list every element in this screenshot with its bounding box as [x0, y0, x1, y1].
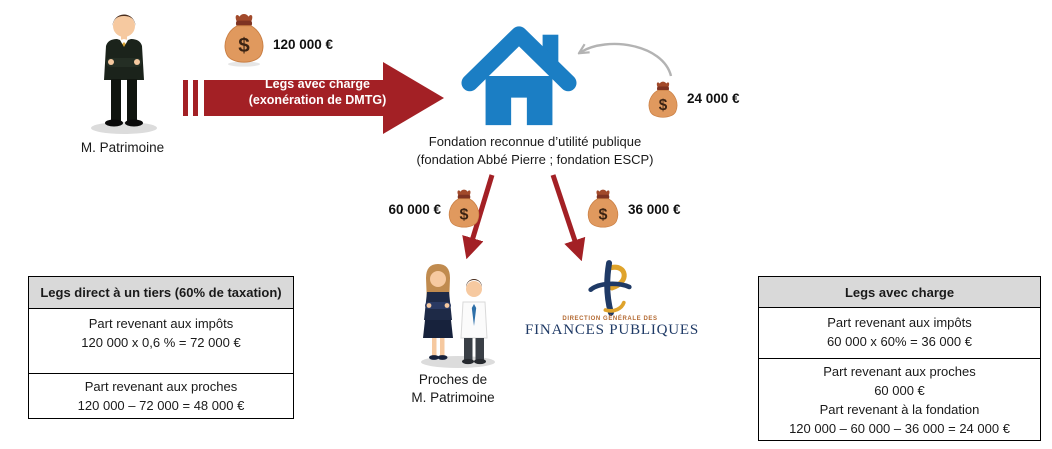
relatives-amount: 60 000 €: [388, 202, 441, 217]
right-table-row2-line2: 60 000 €: [874, 383, 925, 398]
left-table-row1-line1: Part revenant aux impôts: [88, 316, 234, 331]
down-arrow-right: [550, 174, 586, 262]
left-table: Legs direct à un tiers (60% de taxation)…: [28, 276, 294, 419]
legs-arrow-label: Legs avec charge (exonération de DMTG): [205, 76, 430, 108]
foundation-caption: Fondation reconnue d’utilité publique (f…: [375, 133, 695, 169]
right-table-row-relatives-foundation: Part revenant aux proches 60 000 € Part …: [759, 359, 1040, 440]
left-table-row-relatives: Part revenant aux proches 120 000 – 72 0…: [29, 374, 293, 418]
right-table-row2-line1: Part revenant aux proches: [823, 364, 976, 379]
foundation-caption-line1: Fondation reconnue d’utilité publique: [428, 134, 642, 149]
relatives-figures: [421, 264, 495, 368]
bequest-amount: 120 000 €: [273, 37, 334, 52]
foundation-caption-line2: (fondation Abbé Pierre ; fondation ESCP): [416, 152, 654, 167]
dollar-icon: $: [659, 97, 668, 114]
legs-arrow: [183, 62, 444, 134]
testator-label: M. Patrimoine: [80, 140, 165, 155]
right-table-row1-line2: 60 000 x 60% = 36 000 €: [827, 334, 972, 349]
legs-arrow-label-line2: (exonération de DMTG): [248, 93, 387, 107]
down-arrow-left: [462, 174, 495, 260]
dgfip-subtitle: DIRECTION GÉNÉRALE DES: [562, 316, 658, 322]
dollar-icon: $: [238, 34, 250, 57]
money-bag-icon: $: [587, 189, 619, 228]
right-table-row1-line1: Part revenant aux impôts: [827, 315, 972, 330]
dollar-icon: $: [460, 205, 469, 223]
distribution-arrows: [462, 174, 586, 262]
left-table-row2-line2: 120 000 – 72 000 = 48 000 €: [77, 398, 245, 413]
right-table: Legs avec charge Part revenant aux impôt…: [758, 276, 1041, 441]
money-bag-icon: $: [224, 14, 264, 67]
left-table-header: Legs direct à un tiers (60% de taxation): [29, 277, 293, 309]
legs-arrow-label-line1: Legs avec charge: [265, 77, 370, 91]
dgfip-logo: DIRECTION GÉNÉRALE DES FINANCES PUBLIQUE…: [525, 258, 700, 339]
return-arrow: [573, 42, 673, 77]
relatives-caption-line2: M. Patrimoine: [411, 390, 495, 405]
relatives-caption: Proches de M. Patrimoine: [392, 371, 514, 407]
right-table-row-taxes: Part revenant aux impôts 60 000 x 60% = …: [759, 308, 1040, 359]
foundation-return-amount: 24 000 €: [687, 91, 740, 106]
right-table-header: Legs avec charge: [759, 277, 1040, 308]
left-table-row1-line2: 120 000 x 0,6 % = 72 000 €: [81, 335, 241, 350]
dollar-icon: $: [599, 205, 608, 223]
right-table-row2-line4: 120 000 – 60 000 – 36 000 = 24 000 €: [789, 421, 1010, 436]
left-table-row-taxes: Part revenant aux impôts 120 000 x 0,6 %…: [29, 309, 293, 374]
dgfip-emblem-icon: [588, 260, 632, 316]
left-table-row2-line1: Part revenant aux proches: [84, 379, 238, 394]
dgfip-title: FINANCES PUBLIQUES: [525, 322, 700, 338]
money-bag-icon: $: [648, 81, 678, 118]
taxes-amount: 36 000 €: [628, 202, 681, 217]
testator-figure: [91, 14, 157, 134]
house-icon: [461, 26, 577, 126]
right-table-row2-line3: Part revenant à la fondation: [819, 402, 980, 417]
relatives-caption-line1: Proches de: [418, 372, 488, 387]
money-bag-icon: $: [448, 189, 480, 228]
